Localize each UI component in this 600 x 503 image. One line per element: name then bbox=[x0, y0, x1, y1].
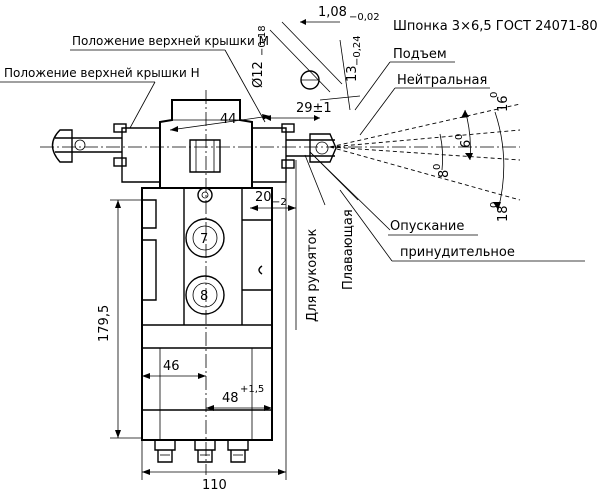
key-detail bbox=[265, 19, 361, 121]
dim-13: 13 bbox=[345, 65, 360, 82]
dim-20: 20 bbox=[255, 190, 272, 205]
dim-110: 110 bbox=[202, 478, 227, 493]
angle-8: 8 bbox=[437, 170, 452, 178]
angle-16-sup: 0 bbox=[489, 92, 500, 98]
port-8-label: 8 bbox=[200, 289, 208, 304]
label-forced: принудительное bbox=[400, 245, 515, 260]
dim-29: 29±1 bbox=[296, 101, 332, 116]
dim-20-tol: −2 bbox=[272, 197, 287, 208]
leader-for-handle bbox=[304, 154, 326, 206]
label-upper-cover-m: Положение верхней крышки М bbox=[72, 34, 269, 48]
cover-left-lug bbox=[121, 127, 161, 183]
left-recess-2 bbox=[142, 239, 157, 301]
dim-48: 48 bbox=[222, 391, 239, 406]
arc-18 bbox=[494, 111, 505, 211]
main-block bbox=[141, 187, 273, 441]
valve-body bbox=[121, 99, 287, 441]
label-lift: Подъем bbox=[393, 47, 447, 62]
angle-arcs bbox=[439, 109, 505, 211]
dim-13-tol: −0,24 bbox=[352, 35, 363, 66]
cover-right-lug bbox=[251, 127, 287, 183]
label-lowering: Опускание bbox=[390, 219, 464, 234]
angle-18-sup: 0 bbox=[489, 202, 500, 208]
dimension-lines bbox=[110, 114, 297, 480]
bottom-fittings bbox=[154, 440, 249, 463]
port-7-label: 7 bbox=[200, 232, 208, 247]
label-floating: Плавающая bbox=[341, 209, 356, 290]
port-8: 8 bbox=[185, 275, 225, 315]
right-handle-knob bbox=[309, 133, 337, 163]
dim-108: 1,08 bbox=[318, 5, 347, 20]
angle-8-sup: 0 bbox=[432, 164, 443, 170]
left-handle-knob bbox=[51, 129, 73, 163]
right-notch bbox=[258, 265, 263, 275]
left-recess-1 bbox=[142, 199, 157, 229]
dim-phi12: Ø12 bbox=[251, 61, 266, 88]
dim-phi12-tol: −0,18 bbox=[257, 25, 268, 56]
label-key-spec: Шпонка 3×6,5 ГОСТ 24071-80 bbox=[393, 19, 598, 34]
small-port bbox=[197, 187, 213, 203]
line-lift bbox=[329, 103, 521, 148]
line-forced bbox=[329, 146, 521, 201]
label-neutral: Нейтральная bbox=[397, 73, 487, 88]
handle-shaft bbox=[51, 123, 337, 173]
label-for-handle: Для рукояток bbox=[305, 228, 320, 322]
port-7: 7 bbox=[185, 218, 225, 258]
dim-1795: 179,5 bbox=[97, 305, 112, 342]
line-floating bbox=[329, 146, 521, 161]
arc-6-8 bbox=[439, 133, 444, 171]
callout-leaders bbox=[0, 49, 585, 262]
dim-44: 44 bbox=[220, 112, 237, 127]
angle-18: 18 bbox=[496, 205, 511, 222]
angle-6-sup: 0 bbox=[454, 134, 465, 140]
left-shaft bbox=[55, 137, 122, 153]
label-upper-cover-h: Положение верхней крышки Н bbox=[4, 66, 200, 80]
line-neutral-upper bbox=[329, 129, 521, 148]
angle-6: 6 bbox=[459, 140, 474, 148]
leader-floating bbox=[309, 151, 359, 201]
dim-46: 46 bbox=[163, 359, 180, 374]
dim-48-tol: +1,5 bbox=[240, 384, 264, 395]
center-boss bbox=[189, 139, 221, 173]
lever-position-lines bbox=[304, 103, 521, 231]
angle-16: 16 bbox=[496, 95, 511, 112]
dim-108-tol: −0,02 bbox=[349, 12, 380, 23]
